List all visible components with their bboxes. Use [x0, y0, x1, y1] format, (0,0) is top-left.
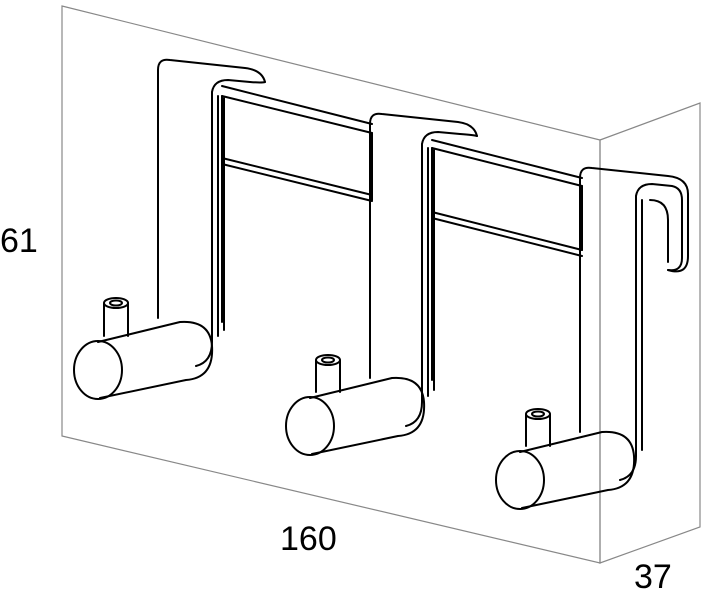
width-dimension-label: 160	[280, 520, 337, 558]
bounding-box	[61, 5, 701, 564]
hook-bracket-1	[157, 58, 266, 367]
rail-bar	[221, 85, 583, 381]
hook-knob-2	[285, 354, 426, 456]
hook-bracket-3	[579, 166, 689, 481]
hook-bracket-2	[369, 112, 478, 427]
hook-knob-3	[495, 408, 636, 510]
height-dimension-label: 61	[0, 222, 38, 260]
box-side-face	[599, 102, 701, 564]
box-front-face	[61, 5, 601, 564]
depth-dimension-label: 37	[634, 558, 672, 596]
towel-hook-rail	[73, 58, 689, 510]
hook-knob-1	[73, 297, 214, 400]
